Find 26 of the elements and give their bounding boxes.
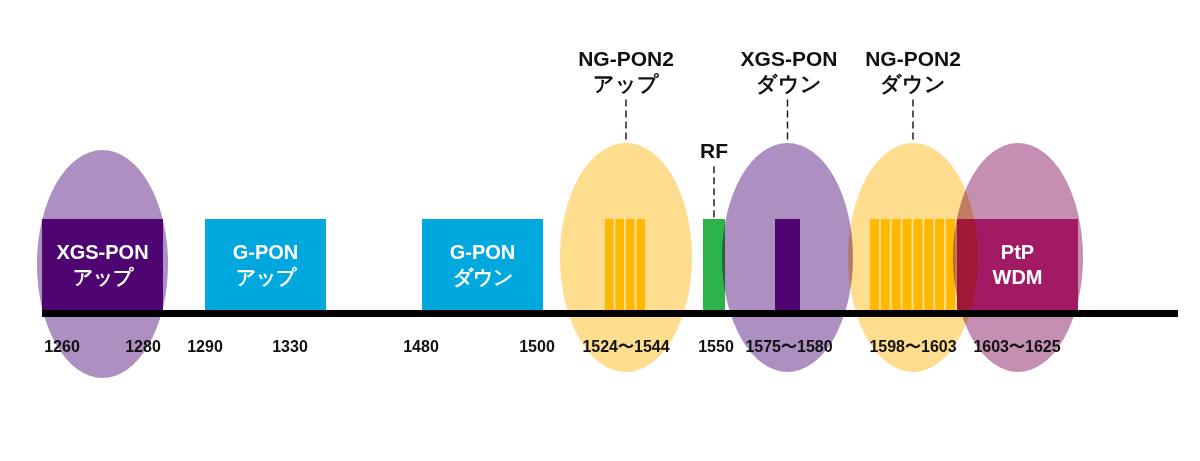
band-label: XGS-PON アップ	[55, 239, 150, 290]
wavelength-bar	[775, 219, 800, 310]
wavelength-band	[42, 219, 163, 310]
callout-label: NG-PON2 ダウン	[857, 46, 969, 97]
band-label: G-PON ダウン	[448, 239, 517, 290]
striped-channel-band	[870, 219, 955, 310]
callout-label: RF	[698, 138, 730, 164]
wavelength-band	[422, 219, 543, 310]
striped-channel-band	[605, 219, 645, 310]
wavelength-band	[957, 219, 1078, 310]
wavelength-label: 1330	[272, 337, 308, 357]
wavelength-bar	[703, 219, 725, 310]
wavelength-label: 1500	[519, 337, 555, 357]
band-label: G-PON アップ	[231, 239, 300, 290]
leader-line	[713, 165, 715, 220]
callout-label: XGS-PON ダウン	[733, 46, 845, 97]
highlight-ellipse	[37, 150, 168, 378]
band-label: PtP WDM	[991, 239, 1044, 290]
wavelength-band	[205, 219, 326, 310]
highlight-ellipse	[560, 143, 692, 372]
wavelength-label: 1550	[698, 337, 734, 357]
wavelength-label: 1480	[403, 337, 439, 357]
wavelength-label: 1290	[187, 337, 223, 357]
callout-label: NG-PON2 アップ	[570, 46, 682, 97]
wavelength-label: 1598〜1603	[869, 337, 957, 357]
wavelength-label: 1524〜1544	[582, 337, 670, 357]
